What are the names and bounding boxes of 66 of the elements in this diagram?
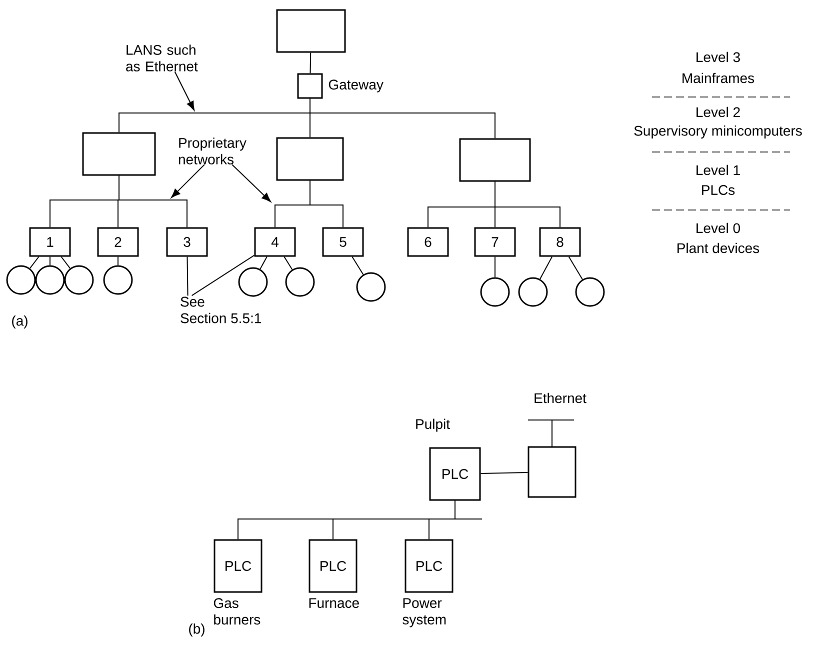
plc-box: 8 — [539, 227, 581, 257]
plc-box: PLC — [429, 447, 481, 501]
connector-line — [310, 98, 496, 139]
plc-box: 5 — [322, 227, 364, 257]
device-circle — [35, 265, 65, 295]
connector-line — [494, 181, 560, 228]
level-label: Level 0 — [696, 222, 740, 234]
computer-box — [276, 9, 346, 53]
connector-line — [118, 175, 188, 228]
plc-box: 1 — [29, 227, 71, 257]
connector-line — [310, 52, 312, 74]
leader-line — [191, 254, 255, 296]
plc-box: PLC — [404, 539, 454, 593]
device-circle — [6, 265, 36, 295]
connector-line — [352, 256, 364, 275]
level-label: Plant devices — [678, 242, 760, 254]
connector-line — [284, 256, 293, 270]
connector-line — [60, 256, 71, 269]
network-label: Ethernet — [534, 392, 586, 404]
connector-line — [428, 500, 456, 540]
leader-line — [186, 256, 188, 296]
plc-box: 2 — [97, 227, 139, 257]
computer-box — [528, 446, 576, 498]
device-circle — [238, 267, 268, 297]
level-label: Mainframes — [682, 72, 754, 84]
device-circle — [103, 265, 133, 295]
device-circle — [285, 267, 315, 297]
connector-line — [480, 472, 528, 474]
panel-label: (a) — [12, 315, 28, 329]
connector-line — [494, 256, 496, 278]
computer-box — [82, 132, 156, 176]
annotation-text: LANS such as Ethernet — [126, 44, 198, 72]
plc-box: 3 — [166, 227, 208, 257]
plc-box: 6 — [407, 227, 449, 257]
plc-box: 4 — [254, 227, 296, 257]
device-circle — [575, 277, 605, 307]
level-label: PLCs — [702, 185, 735, 195]
device-circle — [480, 277, 510, 307]
plc-box: PLC — [214, 539, 262, 593]
level-label: Level 1 — [696, 164, 740, 176]
computer-box — [459, 138, 531, 182]
connector-line — [568, 256, 583, 280]
level-label: Supervisory minicomputers — [634, 125, 802, 139]
node-caption: Furnace — [309, 598, 359, 608]
connector-line — [310, 180, 344, 228]
level-label: Level 2 — [696, 106, 740, 118]
leader-arrow — [232, 164, 271, 202]
connector-line — [540, 256, 553, 280]
leader-arrow — [171, 164, 205, 198]
node-caption: Power system — [402, 598, 446, 628]
device-circle — [518, 277, 548, 307]
node-caption: Pulpit — [416, 418, 450, 432]
annotation-text: See Section 5.5:1 — [180, 296, 262, 324]
device-circle — [356, 272, 386, 302]
node-caption: Gas burners — [214, 598, 260, 625]
leader-arrow — [174, 71, 195, 111]
device-circle — [64, 265, 94, 295]
plc-box: PLC — [308, 539, 358, 593]
panel-label: (b) — [189, 623, 204, 637]
computer-box — [276, 137, 344, 181]
connector-line — [29, 256, 40, 269]
node-caption: Gateway — [328, 80, 384, 92]
annotation-text: Proprietary networks — [178, 138, 246, 164]
connector-line — [260, 256, 268, 270]
level-label: Level 3 — [696, 52, 740, 62]
plc-box: 7 — [474, 227, 516, 257]
